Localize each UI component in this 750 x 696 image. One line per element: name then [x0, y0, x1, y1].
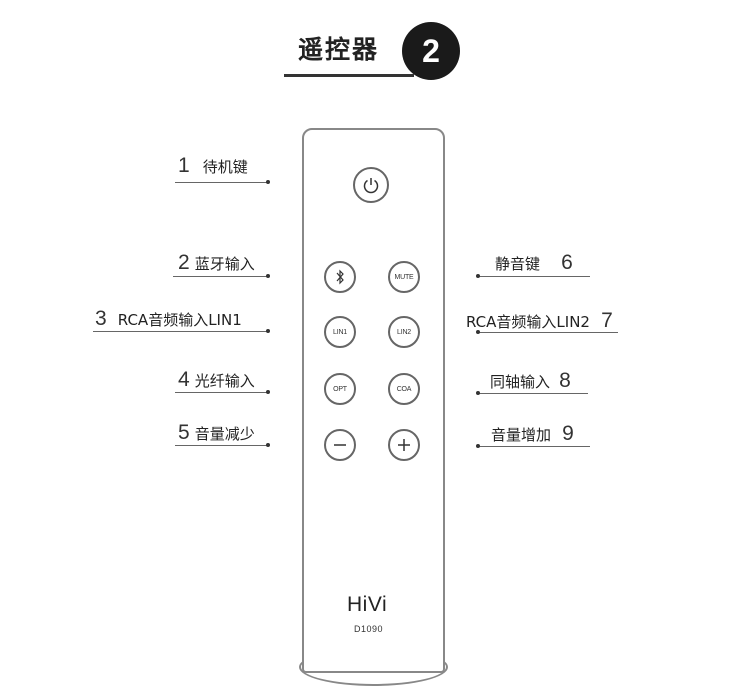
label-number: 3 — [95, 307, 107, 330]
label-rca2: RCA音频输入LIN2 7 — [466, 309, 613, 333]
bluetooth-button[interactable] — [324, 261, 356, 293]
lin2-button-label: LIN2 — [397, 328, 411, 336]
leader-line — [478, 276, 590, 277]
title-underline — [284, 74, 414, 77]
label-volume-up: 音量增加 9 — [491, 422, 574, 446]
label-number: 5 — [178, 421, 190, 444]
label-number: 7 — [601, 309, 613, 332]
coa-button[interactable]: COA — [388, 373, 420, 405]
model-number: D1090 — [354, 624, 384, 634]
label-number: 6 — [561, 251, 573, 274]
leader-dot — [476, 391, 480, 395]
label-number: 4 — [178, 368, 190, 391]
brand-logo: HiVi — [347, 593, 388, 616]
power-button[interactable] — [353, 167, 389, 203]
leader-dot — [476, 444, 480, 448]
label-number: 8 — [559, 369, 571, 392]
label-text: 静音键 — [495, 255, 541, 273]
label-coaxial: 同轴输入 8 — [490, 369, 571, 393]
label-text: RCA音频输入LIN2 — [466, 313, 590, 331]
opt-button-label: OPT — [333, 385, 347, 393]
leader-line — [478, 446, 590, 447]
label-volume-down: 5 音量减少 — [178, 421, 255, 445]
leader-line — [173, 276, 269, 277]
label-standby: 1 待机键 — [178, 154, 248, 178]
leader-dot — [266, 390, 270, 394]
label-text: 蓝牙输入 — [194, 255, 255, 273]
label-text: 同轴输入 — [490, 373, 551, 391]
leader-line — [175, 182, 269, 183]
label-bluetooth: 2 蓝牙输入 — [178, 251, 255, 275]
leader-line — [175, 445, 269, 446]
leader-dot — [476, 330, 480, 334]
label-text: 光纤输入 — [194, 372, 255, 390]
page-title: 遥控器 — [298, 35, 380, 64]
opt-button[interactable]: OPT — [324, 373, 356, 405]
remote-body — [302, 128, 445, 673]
power-icon — [363, 178, 379, 194]
step-badge: 2 — [402, 22, 460, 80]
label-text: 待机键 — [202, 158, 248, 176]
volume-down-button[interactable] — [324, 429, 356, 461]
label-rca1: 3 RCA音频输入LIN1 — [95, 307, 242, 331]
label-number: 9 — [562, 422, 574, 445]
bluetooth-icon — [336, 269, 344, 285]
leader-line — [478, 393, 588, 394]
plus-icon — [398, 439, 410, 451]
leader-dot — [266, 329, 270, 333]
mute-button-label: MUTE — [394, 273, 414, 281]
leader-dot — [266, 274, 270, 278]
leader-dot — [476, 274, 480, 278]
mute-button[interactable]: MUTE — [388, 261, 420, 293]
leader-dot — [266, 180, 270, 184]
leader-dot — [266, 443, 270, 447]
coa-button-label: COA — [396, 385, 412, 393]
lin1-button-label: LIN1 — [333, 328, 347, 336]
label-number: 2 — [178, 251, 190, 274]
minus-icon — [334, 444, 346, 446]
lin1-button[interactable]: LIN1 — [324, 316, 356, 348]
label-mute: 静音键 6 — [495, 251, 573, 275]
label-text: 音量增加 — [491, 426, 552, 444]
leader-line — [93, 331, 269, 332]
title-block: 遥控器 2 — [280, 22, 470, 82]
volume-up-button[interactable] — [388, 429, 420, 461]
label-optical: 4 光纤输入 — [178, 368, 255, 392]
leader-line — [478, 332, 618, 333]
leader-line — [175, 392, 269, 393]
label-text: 音量减少 — [194, 425, 255, 443]
lin2-button[interactable]: LIN2 — [388, 316, 420, 348]
label-number: 1 — [178, 154, 190, 177]
label-text: RCA音频输入LIN1 — [117, 311, 242, 329]
